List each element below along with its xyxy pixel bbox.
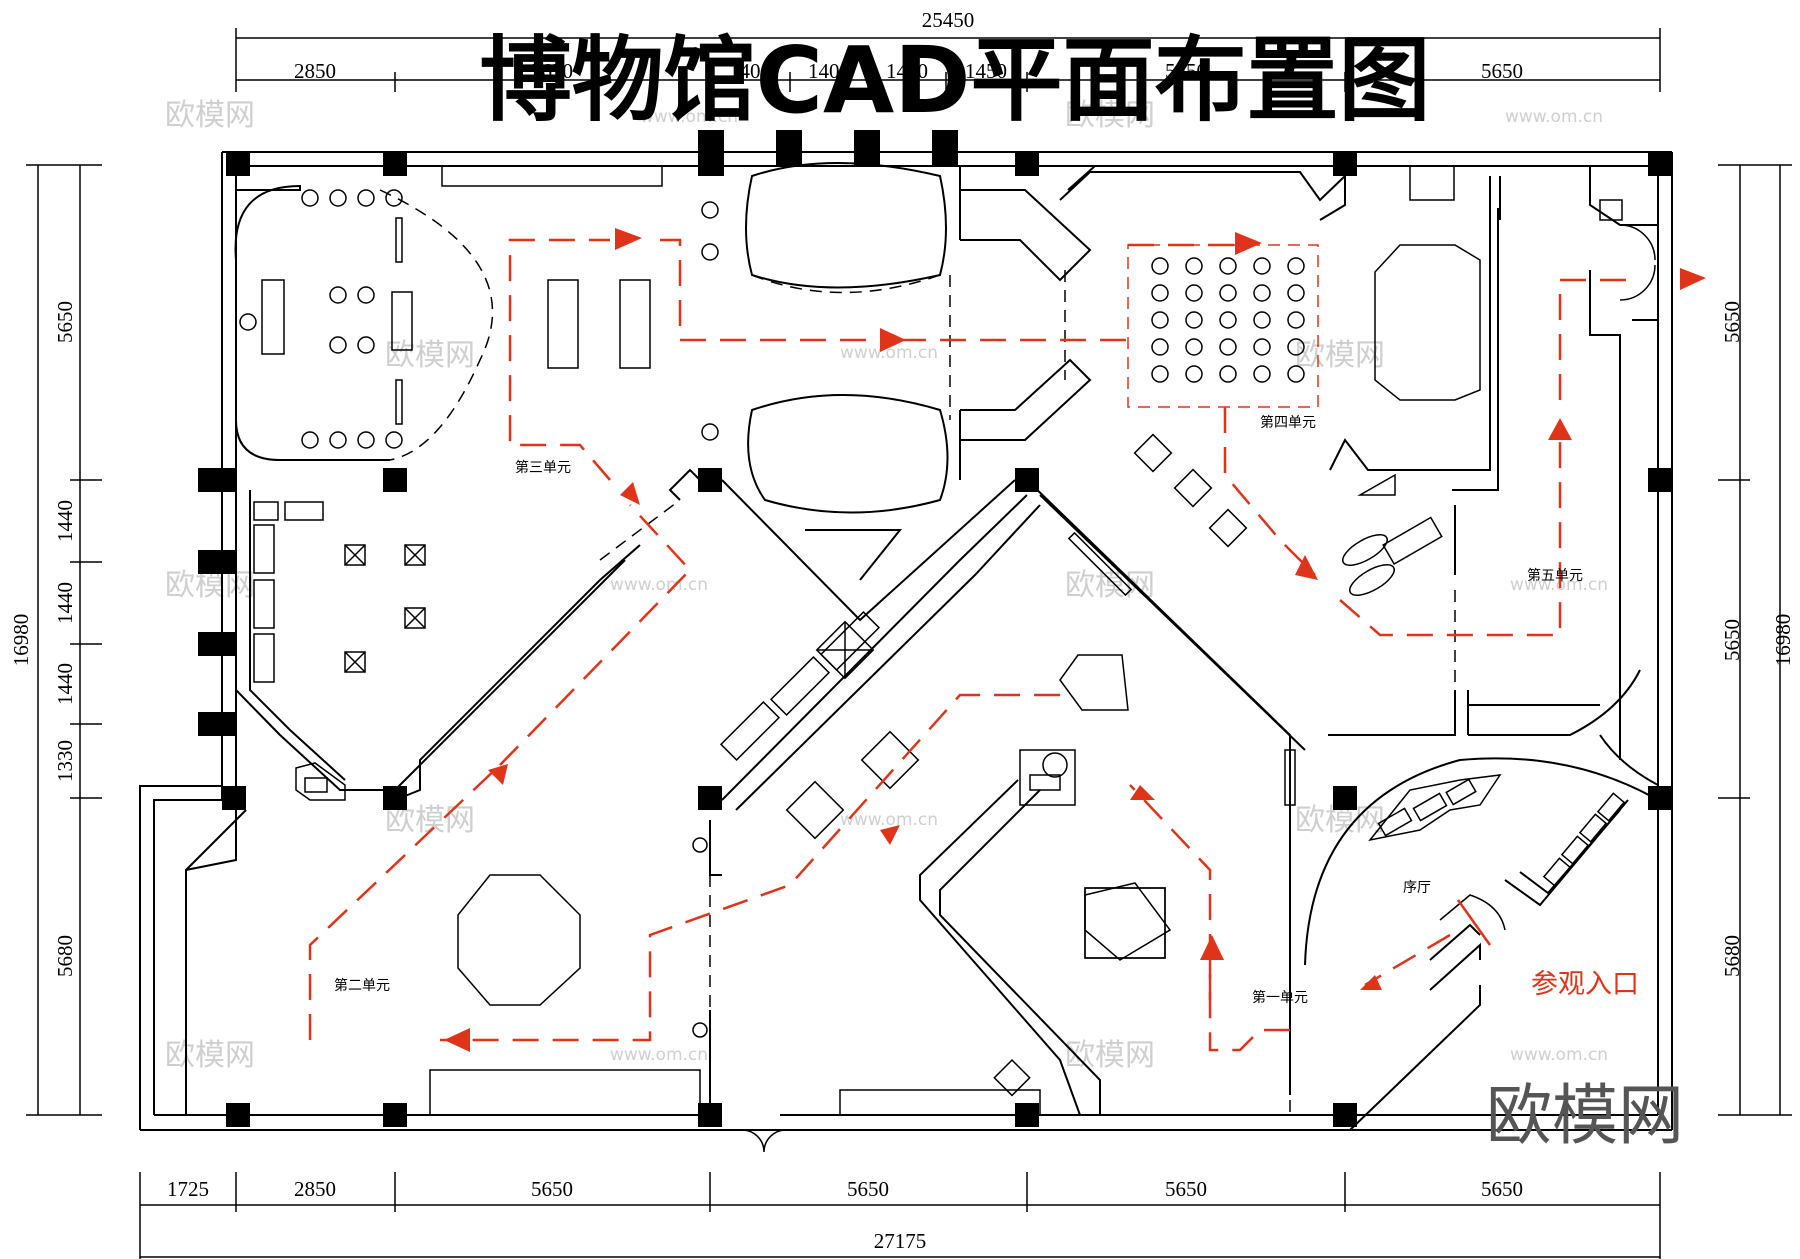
unit4-displays [1133,433,1248,548]
unit4-seating-grid [1151,257,1305,383]
seat [1253,338,1271,356]
dim-left-seg: 1440 [53,500,77,542]
watermark-url: www.om.cn [1505,107,1603,127]
seat [1151,338,1169,356]
route-arrow [1680,268,1706,290]
watermark-brand: 欧模网 [1065,1038,1155,1073]
seat [1287,338,1305,356]
seat [1151,365,1169,383]
watermark-url: www.om.cn [1510,1045,1608,1065]
seat [1219,257,1237,275]
seat [1219,338,1237,356]
dim-left-seg: 1440 [53,663,77,705]
seat [1219,284,1237,302]
dim-bottom-seg: 2850 [294,1177,336,1201]
seat [1287,311,1305,329]
dim-left-seg: 1330 [53,740,77,782]
seat [1185,338,1203,356]
dim-top-seg: 2850 [294,59,336,83]
dim-bottom-seg: 1725 [167,1177,209,1201]
watermark-brand: 欧模网 [385,338,475,373]
seat [1185,257,1203,275]
interior-walls [185,162,1659,1131]
entrance-label: 参观入口 [1531,969,1639,1000]
dim-top-seg: 1400 [886,59,928,83]
route-arrow [1295,555,1318,580]
route-arrow [1200,935,1224,960]
seat [1185,311,1203,329]
watermark-url: www.om.cn [610,575,708,595]
dim-top-seg: 1450 [965,59,1007,83]
watermark-brand: 欧模网 [1295,338,1385,373]
route-arrow [615,228,642,250]
seat [1287,257,1305,275]
seat [1253,365,1271,383]
route-arrow [1130,785,1155,800]
dim-right-seg: 5650 [1720,301,1744,343]
seat [1219,311,1237,329]
seat [1287,365,1305,383]
watermark-brand: 欧模网 [1065,98,1155,133]
page-title: 博物馆CAD平面布置图 [479,27,1430,134]
dim-bottom-seg: 5650 [1481,1177,1523,1201]
route-arrow [1548,418,1572,440]
dim-left-seg: 5650 [53,301,77,343]
dim-right-seg: 5680 [1720,935,1744,977]
route-arrow [444,1028,470,1052]
dim-top-total: 25450 [922,8,975,32]
seat [1253,257,1271,275]
watermark-brand: 欧模网 [165,98,255,133]
watermark-url: www.om.cn [840,343,938,363]
dim-right-seg: 5650 [1720,619,1744,661]
visit-route [308,228,1706,1052]
route-arrow [488,764,508,785]
dim-bottom-total: 27175 [874,1229,927,1253]
room-label-unit2: 第二单元 [334,977,390,994]
structural-columns [198,130,1672,1127]
dim-top-seg: 5650 [1165,59,1207,83]
dim-top-seg: 5650 [1481,59,1523,83]
watermark-url: www.om.cn [840,810,938,830]
watermark-brand: 欧模网 [1065,568,1155,603]
room-label-unit4: 第四单元 [1260,414,1316,431]
route-arrow [620,482,640,505]
dim-top-seg: 5650 [531,59,573,83]
seat [1219,365,1237,383]
dim-left-total: 16980 [9,614,33,667]
dimension-labels: 25450 2850 5650 1400 1400 1400 1450 5650… [9,8,1795,1253]
watermark-layer: 欧模网 www.om.cn 欧模网 www.om.cn 欧模网 www.om.c… [165,98,1608,1073]
room-label-unit1: 第一单元 [1252,989,1308,1006]
dim-left-seg: 5680 [53,935,77,977]
seat [1185,365,1203,383]
room-labels: 第一单元 第二单元 第三单元 第四单元 第五单元 序厅 参观入口 [334,414,1639,1006]
route-arrow [880,825,900,845]
watermark-url: www.om.cn [640,107,738,127]
seat [1253,284,1271,302]
dim-top-seg: 1400 [729,59,771,83]
dimension-lines [26,28,1792,1259]
route-arrow [1235,232,1262,255]
dim-bottom-seg: 5650 [1165,1177,1207,1201]
dim-right-total: 16980 [1771,614,1795,667]
dim-top-seg: 1400 [808,59,850,83]
route-arrow [880,328,906,352]
seat [1151,284,1169,302]
dim-bottom-seg: 5650 [531,1177,573,1201]
room-label-unit5: 第五单元 [1527,567,1583,584]
brand-logo: 欧模网 [1486,1077,1684,1154]
dim-left-seg: 1440 [53,582,77,624]
watermark-brand: 欧模网 [165,1038,255,1073]
dim-bottom-seg: 5650 [847,1177,889,1201]
seat [1151,257,1169,275]
seat [1287,284,1305,302]
room-label-unit3: 第三单元 [515,459,571,476]
seat [1185,284,1203,302]
seat [1151,311,1169,329]
room-label-lobby: 序厅 [1403,880,1431,896]
watermark-url: www.om.cn [610,1045,708,1065]
route-arrow [1360,975,1382,990]
seat [1253,311,1271,329]
